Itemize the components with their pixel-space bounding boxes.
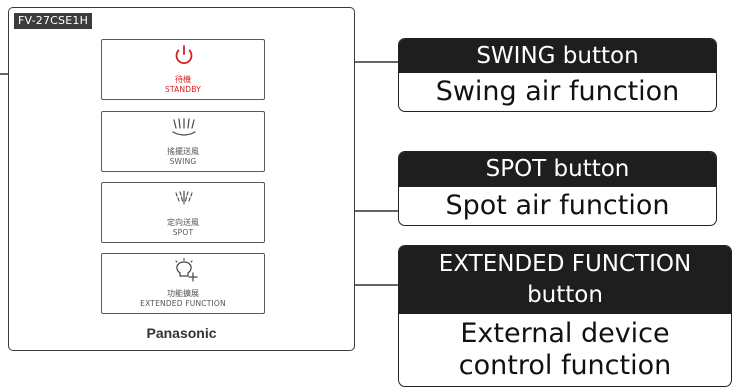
spot-label-en: SPOT: [172, 228, 194, 237]
swing-air-icon: [172, 118, 196, 136]
spot-callout: SPOT button Spot air function: [398, 151, 717, 226]
spot-label-zh: 定向送風: [167, 218, 199, 227]
standby-label-zh: 待機: [175, 75, 191, 84]
extended-callout-title-2: button: [527, 282, 603, 308]
spot-button[interactable]: 定向送風 SPOT: [101, 182, 265, 243]
spot-callout-desc: Spot air function: [445, 190, 670, 221]
spot-callout-title: SPOT button: [399, 152, 716, 187]
spot-air-icon: [175, 190, 193, 205]
extended-label-zh: 功能擴展: [167, 289, 199, 298]
swing-label-en: SWING: [169, 157, 197, 166]
swing-callout: SWING button Swing air function: [398, 38, 717, 112]
swing-label-zh: 搖擺送風: [167, 147, 199, 156]
extended-callout-desc-1: External device: [460, 318, 670, 349]
standby-button[interactable]: 待機 STANDBY: [101, 39, 265, 100]
extended-callout-body: External device control function: [399, 314, 731, 382]
swing-callout-desc: Swing air function: [435, 76, 680, 107]
extended-callout-title-1: EXTENDED FUNCTION: [438, 251, 692, 277]
extended-callout-header: EXTENDED FUNCTION button: [399, 246, 731, 314]
extended-function-button[interactable]: 功能擴展 EXTENDED FUNCTION: [101, 253, 265, 314]
brand-logo: Panasonic: [146, 325, 217, 341]
standby-label-en: STANDBY: [165, 85, 201, 94]
extended-label-en: EXTENDED FUNCTION: [140, 299, 226, 308]
swing-callout-title: SWING button: [399, 39, 716, 73]
extended-callout: EXTENDED FUNCTION button External device…: [398, 245, 732, 387]
model-label: FV-27CSE1H: [14, 13, 93, 29]
extended-function-icon: [175, 258, 198, 282]
swing-button[interactable]: 搖擺送風 SWING: [101, 111, 265, 172]
power-icon: [175, 45, 193, 64]
extended-callout-desc-2: control function: [458, 350, 672, 381]
